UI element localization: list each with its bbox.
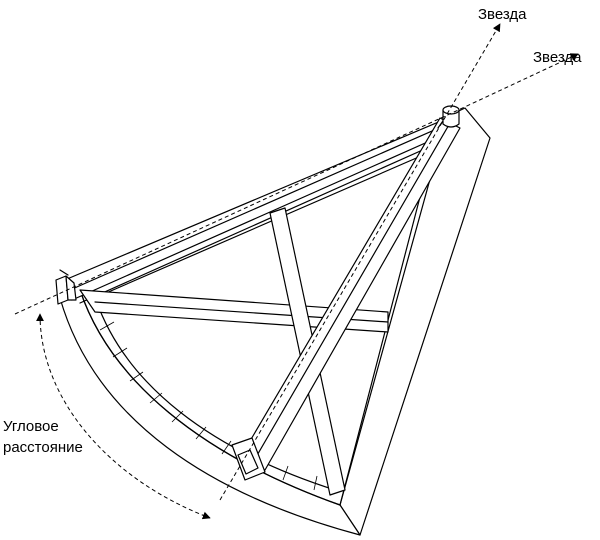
left-sight (55, 269, 77, 305)
star-label-1: Звезда (478, 6, 527, 23)
angle-label-line-2: расстояние (3, 439, 83, 456)
angle-arc (36, 313, 211, 520)
bottom-sight (231, 437, 266, 481)
star-label-2: Звезда (533, 49, 582, 66)
angle-label-line-1: Угловое (3, 418, 59, 435)
sight-lines (14, 23, 579, 501)
